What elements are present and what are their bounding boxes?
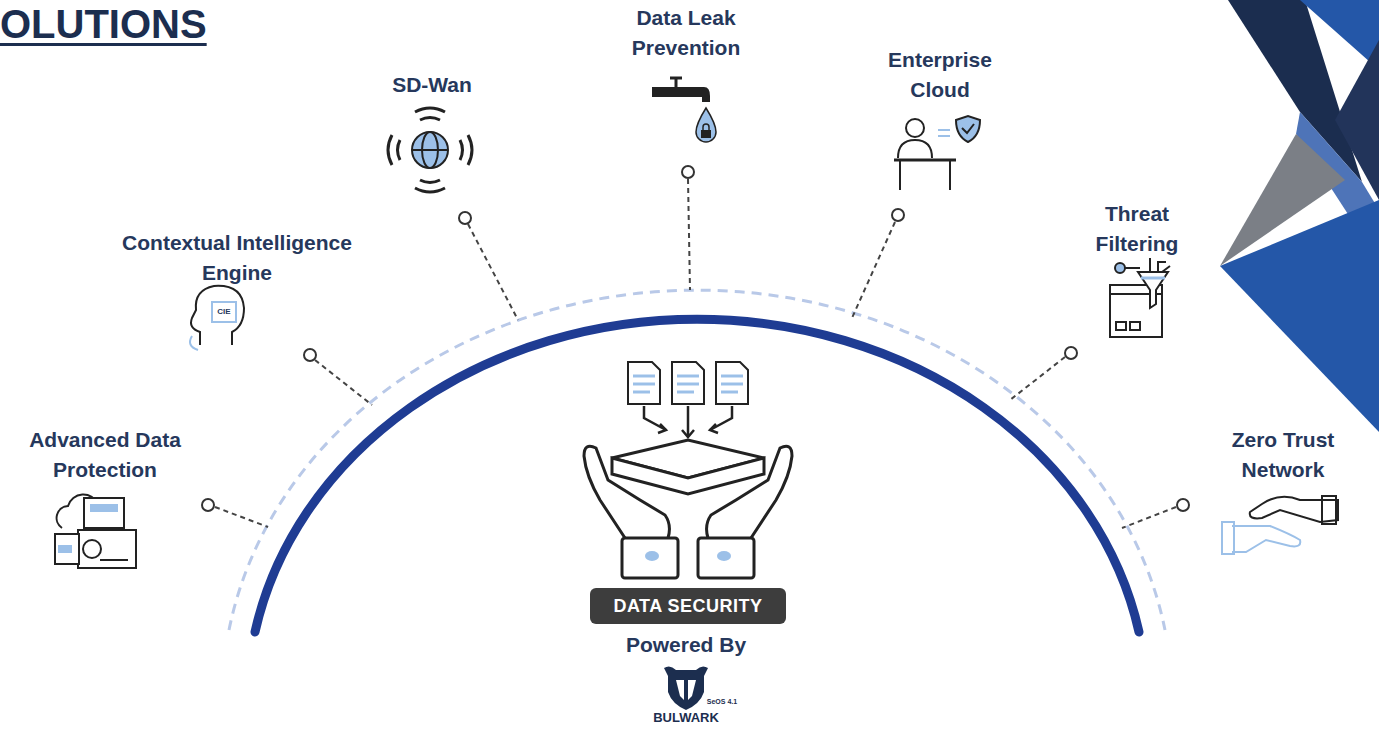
feature-label: Data Leak Prevention: [616, 3, 756, 63]
data-protection-icon: [55, 494, 136, 568]
sd-wan-icon: [388, 108, 472, 192]
threat-filter-icon: [1110, 258, 1170, 337]
feature-label: Zero Trust Network: [1203, 425, 1363, 485]
badge-text: DATA SECURITY: [613, 596, 762, 617]
faucet-icon: [652, 77, 716, 142]
intelligence-head-icon: [190, 286, 244, 350]
shield-arc: [255, 319, 1139, 632]
security-badge: DATA SECURITY: [590, 588, 786, 624]
corner-decoration: [1220, 0, 1379, 432]
leader-lines: [215, 179, 1176, 528]
dashed-arc: [229, 290, 1165, 630]
chip-label: CIE: [212, 307, 236, 317]
leader-dots: [202, 166, 1189, 511]
handshake-icon: [1222, 496, 1338, 554]
page-title: OLUTIONS: [0, 2, 207, 47]
version-label: SeOS 4.1: [702, 698, 742, 706]
bulwark-logo: [664, 666, 708, 710]
feature-label: Advanced Data Protection: [5, 425, 205, 485]
brand-name: BULWARK: [636, 710, 736, 725]
enterprise-cloud-icon: [894, 116, 980, 190]
feature-label: Enterprise Cloud: [875, 45, 1005, 105]
feature-label: Contextual Intelligence Engine: [117, 228, 357, 288]
feature-label: SD-Wan: [372, 70, 492, 100]
powered-by-label: Powered By: [606, 631, 766, 659]
feature-label: Threat Filtering: [1080, 199, 1195, 259]
documents-into-hands: [584, 362, 792, 578]
